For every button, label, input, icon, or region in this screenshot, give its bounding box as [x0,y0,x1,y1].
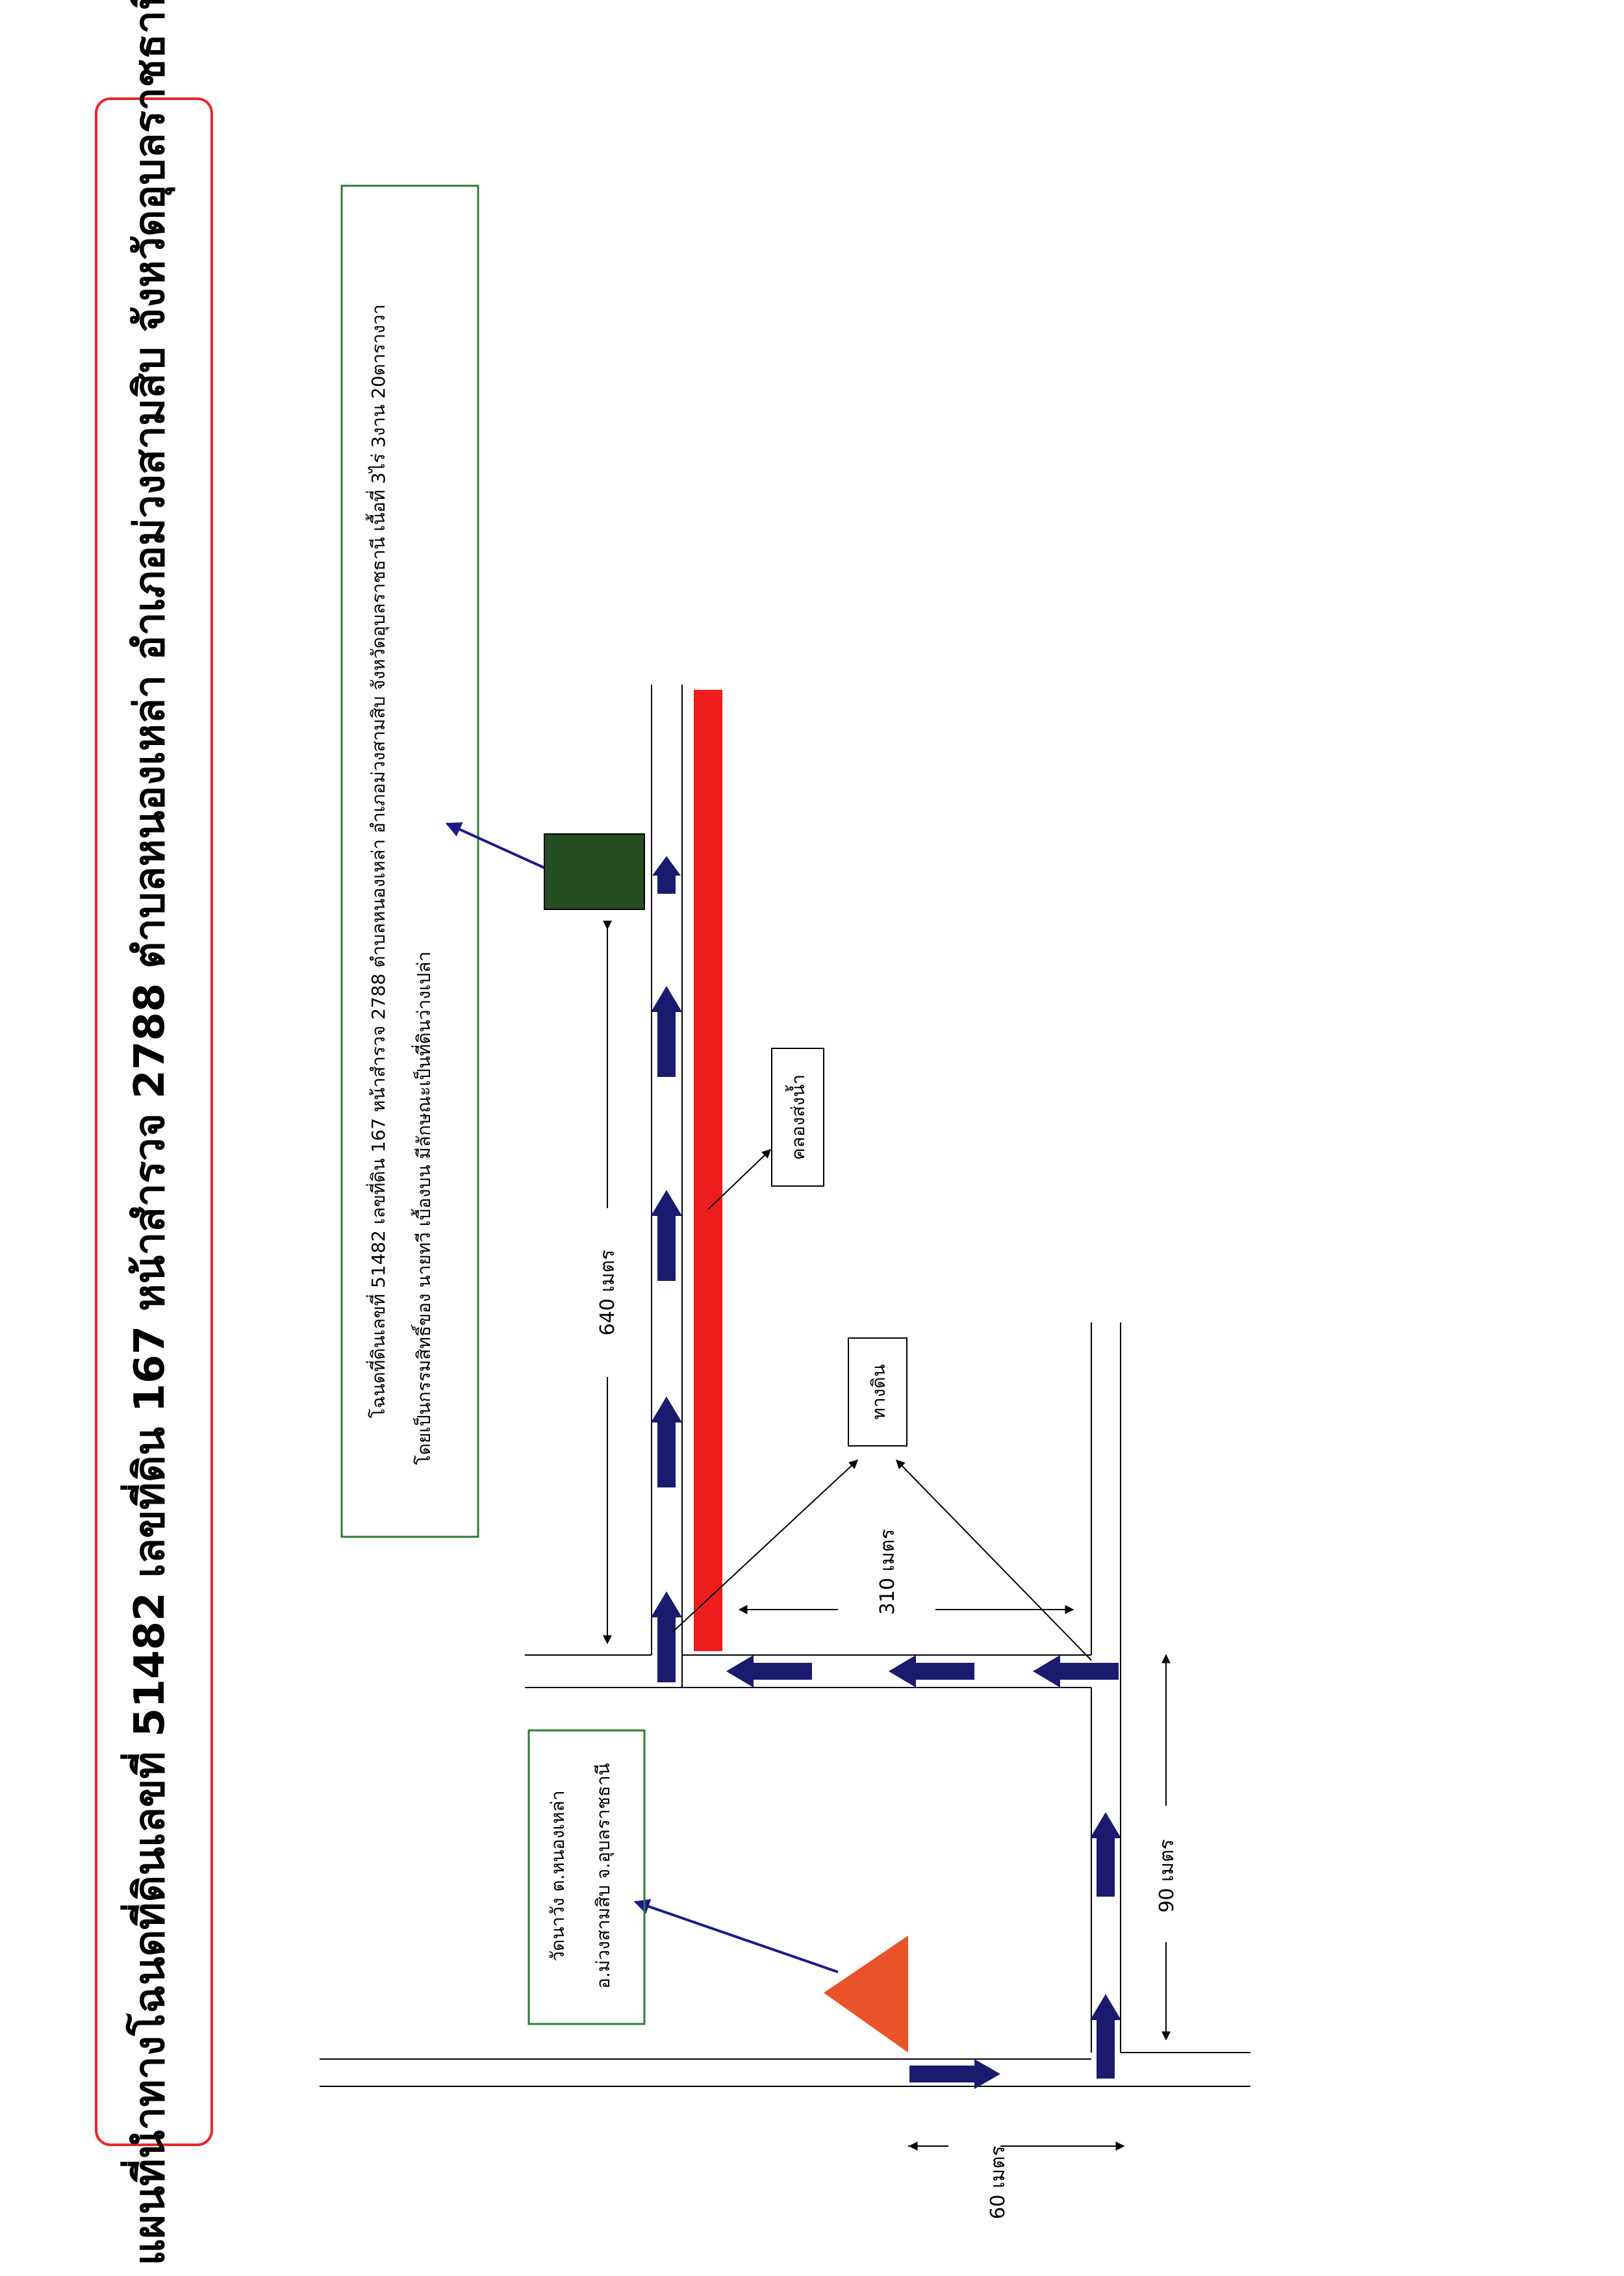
land-plot-pointer [445,822,545,869]
temple-pointer [633,1899,839,1973]
route-arrow-up-5 [652,856,681,894]
route-arrow-up-7 [1090,1994,1121,2079]
temple-label-line2: อ.ม่วงสามสิบ จ.อุบลราชธานี [592,1763,615,1988]
temple-label-box [527,1729,646,2025]
dirt-road-label: ทางดิน [868,1364,889,1419]
road-bottom-horizontal [320,2052,1250,2087]
dimension-60: 60 เมตร [908,2142,1125,2219]
title-frame [95,97,213,2146]
dirt-road-pointer-2 [896,1459,1092,1661]
page-title: แผนที่นำทางโฉนดที่ดินเลขที่ 51482 เลขที่… [120,0,175,2266]
distance-310-label: 310 เมตร [876,1529,899,1615]
road-horizontal-top [525,1654,1091,1688]
dirt-road-pointer-1 [672,1460,859,1632]
canal-label: คลองส่งน้ำ [785,1074,809,1160]
land-note-line1: โฉนดที่ดินเลขที่ 51482 เลขที่ดิน 167 หน้… [365,305,390,1419]
canal-label-box [771,1048,824,1187]
temple-marker [824,1936,908,2053]
route-arrow-up-2 [651,1397,682,1487]
route-arrow-up-1 [651,1591,682,1682]
road-dirt-vertical [1091,1322,1121,2053]
road-main-vertical [651,685,683,1688]
route-arrow-left-2 [889,1655,974,1688]
distance-60-label: 60 เมตร [987,2145,1009,2219]
dimension-310: 310 เมตร [738,1529,1074,1615]
canal [694,690,722,1651]
distance-640-label: 640 เมตร [596,1250,619,1335]
land-note-line2: โดยเป็นกรรมสิทธิ์ของ นายทวี เบื้องบน มีล… [411,952,435,1465]
canal-pointer [707,1149,772,1210]
land-plot [544,833,645,910]
dirt-road-label-box [848,1337,907,1447]
temple-label-line1: วัดนาวัง ต.หนองเหล่า [547,1790,568,1961]
route-arrow-right-1 [909,2059,1000,2089]
route-arrow-left-1 [726,1655,812,1688]
route-arrow-up-3 [651,1190,682,1281]
route-arrow-up-4 [651,986,682,1077]
dimension-640: 640 เมตร [596,920,619,1645]
land-note-box [340,184,479,1538]
route-arrow-left-3 [1033,1655,1119,1688]
dimension-90: 90 เมตร [1156,1654,1178,2041]
route-arrow-up-6 [1090,1812,1121,1897]
route-arrows [651,856,1121,2089]
distance-90-label: 90 เมตร [1156,1839,1178,1912]
